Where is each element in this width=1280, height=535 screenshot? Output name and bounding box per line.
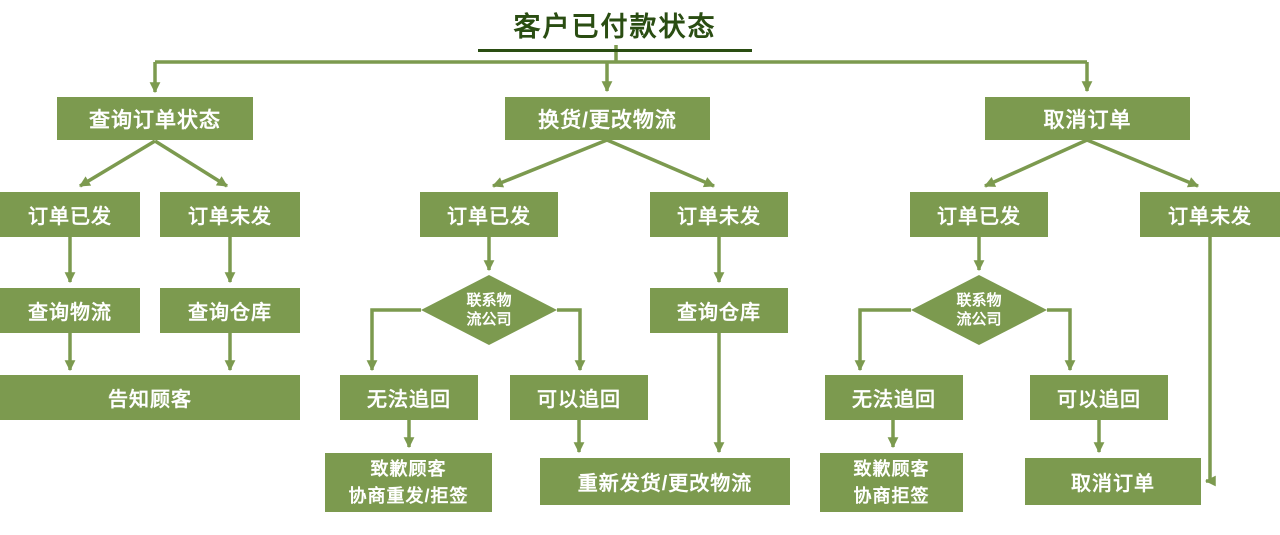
connector-mid-to-unshipped — [606, 138, 715, 188]
node-right-order-shipped: 订单已发 — [910, 192, 1048, 237]
page-title: 客户已付款状态 — [478, 5, 752, 52]
node-inform-customer: 告知顾客 — [0, 375, 300, 420]
node-query-order-status: 查询订单状态 — [57, 97, 253, 140]
node-left-query-warehouse: 查询仓库 — [160, 288, 300, 333]
connector-right-to-unshipped — [1086, 138, 1200, 188]
node-cancel-order-final: 取消订单 — [1025, 458, 1201, 505]
mid-apology-line2: 协商重发/拒签 — [348, 485, 469, 506]
node-mid-order-unshipped: 订单未发 — [650, 192, 788, 237]
node-right-can-recall: 可以追回 — [1030, 375, 1168, 420]
connector-left-to-unshipped — [154, 139, 228, 188]
node-cancel-order-branch: 取消订单 — [985, 97, 1190, 140]
node-reship-change-logistics: 重新发货/更改物流 — [540, 458, 790, 505]
connector-mdiamond-recall — [557, 308, 586, 372]
right-contact-line1: 联系物 — [956, 291, 1002, 309]
right-contact-line2: 流公司 — [956, 311, 1002, 328]
connector-runshipped-cancel — [1204, 237, 1216, 487]
node-mid-apologize-negotiate: 致歉顾客 协商重发/拒签 — [325, 453, 492, 512]
mid-contact-line1: 联系物 — [466, 291, 512, 309]
node-mid-cannot-recall: 无法追回 — [340, 375, 478, 420]
node-exchange-change-logistics: 换货/更改物流 — [505, 97, 710, 140]
connector-mid-to-shipped — [491, 138, 608, 188]
node-right-apologize-negotiate: 致歉顾客 协商拒签 — [820, 453, 963, 512]
mid-contact-line2: 流公司 — [466, 311, 512, 328]
node-mid-order-shipped: 订单已发 — [420, 192, 558, 237]
right-apology-line1: 致歉顾客 — [853, 459, 930, 480]
node-left-order-unshipped: 订单未发 — [160, 192, 300, 237]
connector-rdiamond-recall — [1047, 308, 1076, 372]
node-left-order-shipped: 订单已发 — [0, 192, 140, 237]
node-mid-query-warehouse: 查询仓库 — [650, 288, 788, 333]
mid-apology-line1: 致歉顾客 — [370, 459, 447, 480]
node-right-order-unshipped: 订单未发 — [1140, 192, 1280, 237]
connector-left-to-shipped — [79, 139, 156, 188]
connector-right-to-shipped — [984, 138, 1088, 188]
connector-mdiamond-norecall — [366, 308, 421, 372]
node-mid-can-recall: 可以追回 — [510, 375, 648, 420]
node-query-logistics: 查询物流 — [0, 288, 140, 333]
right-apology-line2: 协商拒签 — [853, 485, 930, 506]
node-right-cannot-recall: 无法追回 — [825, 375, 963, 420]
connector-rdiamond-norecall — [854, 308, 911, 372]
